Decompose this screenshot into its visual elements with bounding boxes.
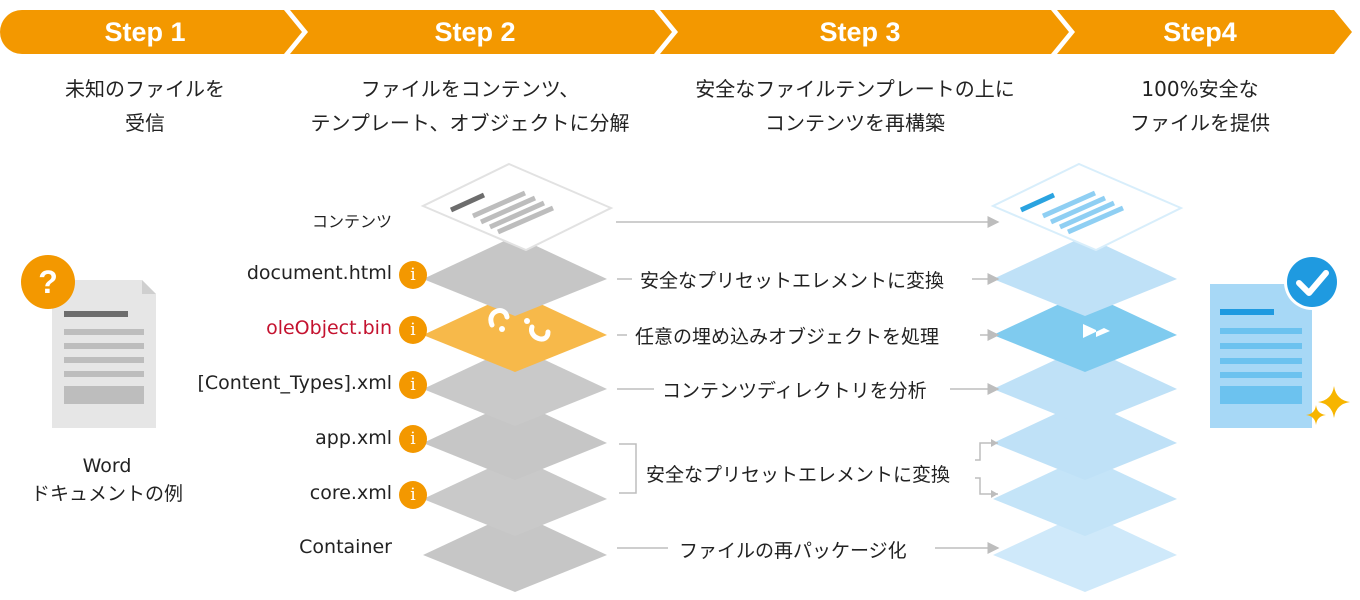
bracket-right bbox=[975, 442, 998, 461]
step-2-description: ファイルをコンテンツ、 テンプレート、オブジェクトに分解 bbox=[285, 72, 655, 140]
step-1-arrow bbox=[0, 10, 302, 54]
blue-layer-document bbox=[993, 236, 1177, 316]
layer-core-xml bbox=[423, 456, 607, 536]
sanitized-object-mark bbox=[1083, 324, 1110, 338]
layer-label-content-types: [Content_Types].xml bbox=[197, 372, 393, 394]
layer-content-types bbox=[423, 346, 607, 426]
layer-container bbox=[423, 512, 607, 592]
connector-lines bbox=[616, 216, 1000, 554]
step-1-desc-line2: 受信 bbox=[125, 111, 165, 135]
connector-arrowheads bbox=[991, 439, 998, 498]
layer-label-document-html: document.html bbox=[246, 262, 392, 284]
info-icon[interactable]: i bbox=[399, 316, 427, 344]
safe-document-icon bbox=[1210, 284, 1312, 428]
step-3-desc-line1: 安全なファイルテンプレートの上に bbox=[695, 77, 1015, 101]
word-caption-line1: Word bbox=[82, 455, 132, 477]
step-4-label: Step4 bbox=[1163, 17, 1237, 47]
step-2-arrow bbox=[290, 10, 672, 54]
word-caption-line2: ドキュメントの例 bbox=[30, 483, 183, 505]
layer-document-html bbox=[423, 236, 607, 316]
blue-layer-container bbox=[993, 512, 1177, 592]
blue-layer-content-types bbox=[993, 346, 1177, 426]
sparkle-icon bbox=[1306, 386, 1350, 425]
word-document-icon bbox=[52, 280, 156, 428]
blue-layer-app bbox=[993, 400, 1177, 480]
step-1-desc-line1: 未知のファイルを bbox=[65, 77, 225, 101]
layer-oleobject bbox=[423, 292, 607, 372]
step-3-description: 安全なファイルテンプレートの上に コンテンツを再構築 bbox=[660, 72, 1050, 140]
content-page-gray bbox=[420, 162, 614, 252]
info-icon[interactable]: i bbox=[399, 371, 427, 399]
action-convert-document: 安全なプリセットエレメントに変換 bbox=[632, 266, 953, 293]
action-process-objects: 任意の埋め込みオブジェクトを処理 bbox=[627, 322, 948, 349]
info-icon[interactable]: i bbox=[399, 481, 427, 509]
step-1-description: 未知のファイルを 受信 bbox=[20, 72, 270, 140]
info-icon[interactable]: i bbox=[399, 425, 427, 453]
step-arrows bbox=[0, 10, 1352, 54]
action-analyze-directory: コンテンツディレクトリを分析 bbox=[654, 376, 935, 403]
step-2-label: Step 2 bbox=[434, 17, 516, 47]
layer-label-app-xml: app.xml bbox=[315, 427, 392, 449]
step-3-arrow bbox=[660, 10, 1069, 54]
step-1-label: Step 1 bbox=[104, 17, 186, 47]
step-3-desc-line2: コンテンツを再構築 bbox=[765, 111, 945, 135]
step-2-desc-line2: テンプレート、オブジェクトに分解 bbox=[310, 111, 630, 135]
action-repackage: ファイルの再パッケージ化 bbox=[671, 536, 915, 563]
layer-label-contents: コンテンツ bbox=[311, 212, 392, 231]
step-2-desc-line1: ファイルをコンテンツ、 bbox=[360, 77, 580, 101]
gray-layer-stack bbox=[423, 236, 607, 592]
bracket-right-lower bbox=[975, 477, 998, 495]
blue-layer-stack bbox=[993, 236, 1177, 592]
blue-layer-core bbox=[993, 456, 1177, 536]
content-page-blue bbox=[990, 162, 1184, 252]
step-4-arrow bbox=[1057, 10, 1352, 54]
info-icon[interactable]: i bbox=[399, 261, 427, 289]
step-4-desc-line2: ファイルを提供 bbox=[1130, 111, 1270, 135]
step-banner bbox=[0, 10, 1352, 54]
word-document-caption: Word ドキュメントの例 bbox=[22, 452, 192, 508]
question-badge-icon bbox=[21, 255, 75, 309]
question-mark: ? bbox=[38, 264, 58, 300]
layer-label-container: Container bbox=[299, 536, 392, 558]
step-4-description: 100%安全な ファイルを提供 bbox=[1080, 72, 1320, 140]
layer-label-core-xml: core.xml bbox=[309, 482, 392, 504]
action-convert-metadata: 安全なプリセットエレメントに変換 bbox=[638, 460, 959, 487]
layer-label-oleobject: oleObject.bin bbox=[266, 317, 392, 339]
step-3-label: Step 3 bbox=[819, 17, 901, 47]
layer-app-xml bbox=[423, 400, 607, 480]
unknown-object-icon bbox=[488, 308, 551, 342]
bracket-left bbox=[619, 443, 637, 494]
checkmark-badge-icon bbox=[1284, 254, 1340, 310]
step-4-desc-line1: 100%安全な bbox=[1141, 77, 1259, 101]
